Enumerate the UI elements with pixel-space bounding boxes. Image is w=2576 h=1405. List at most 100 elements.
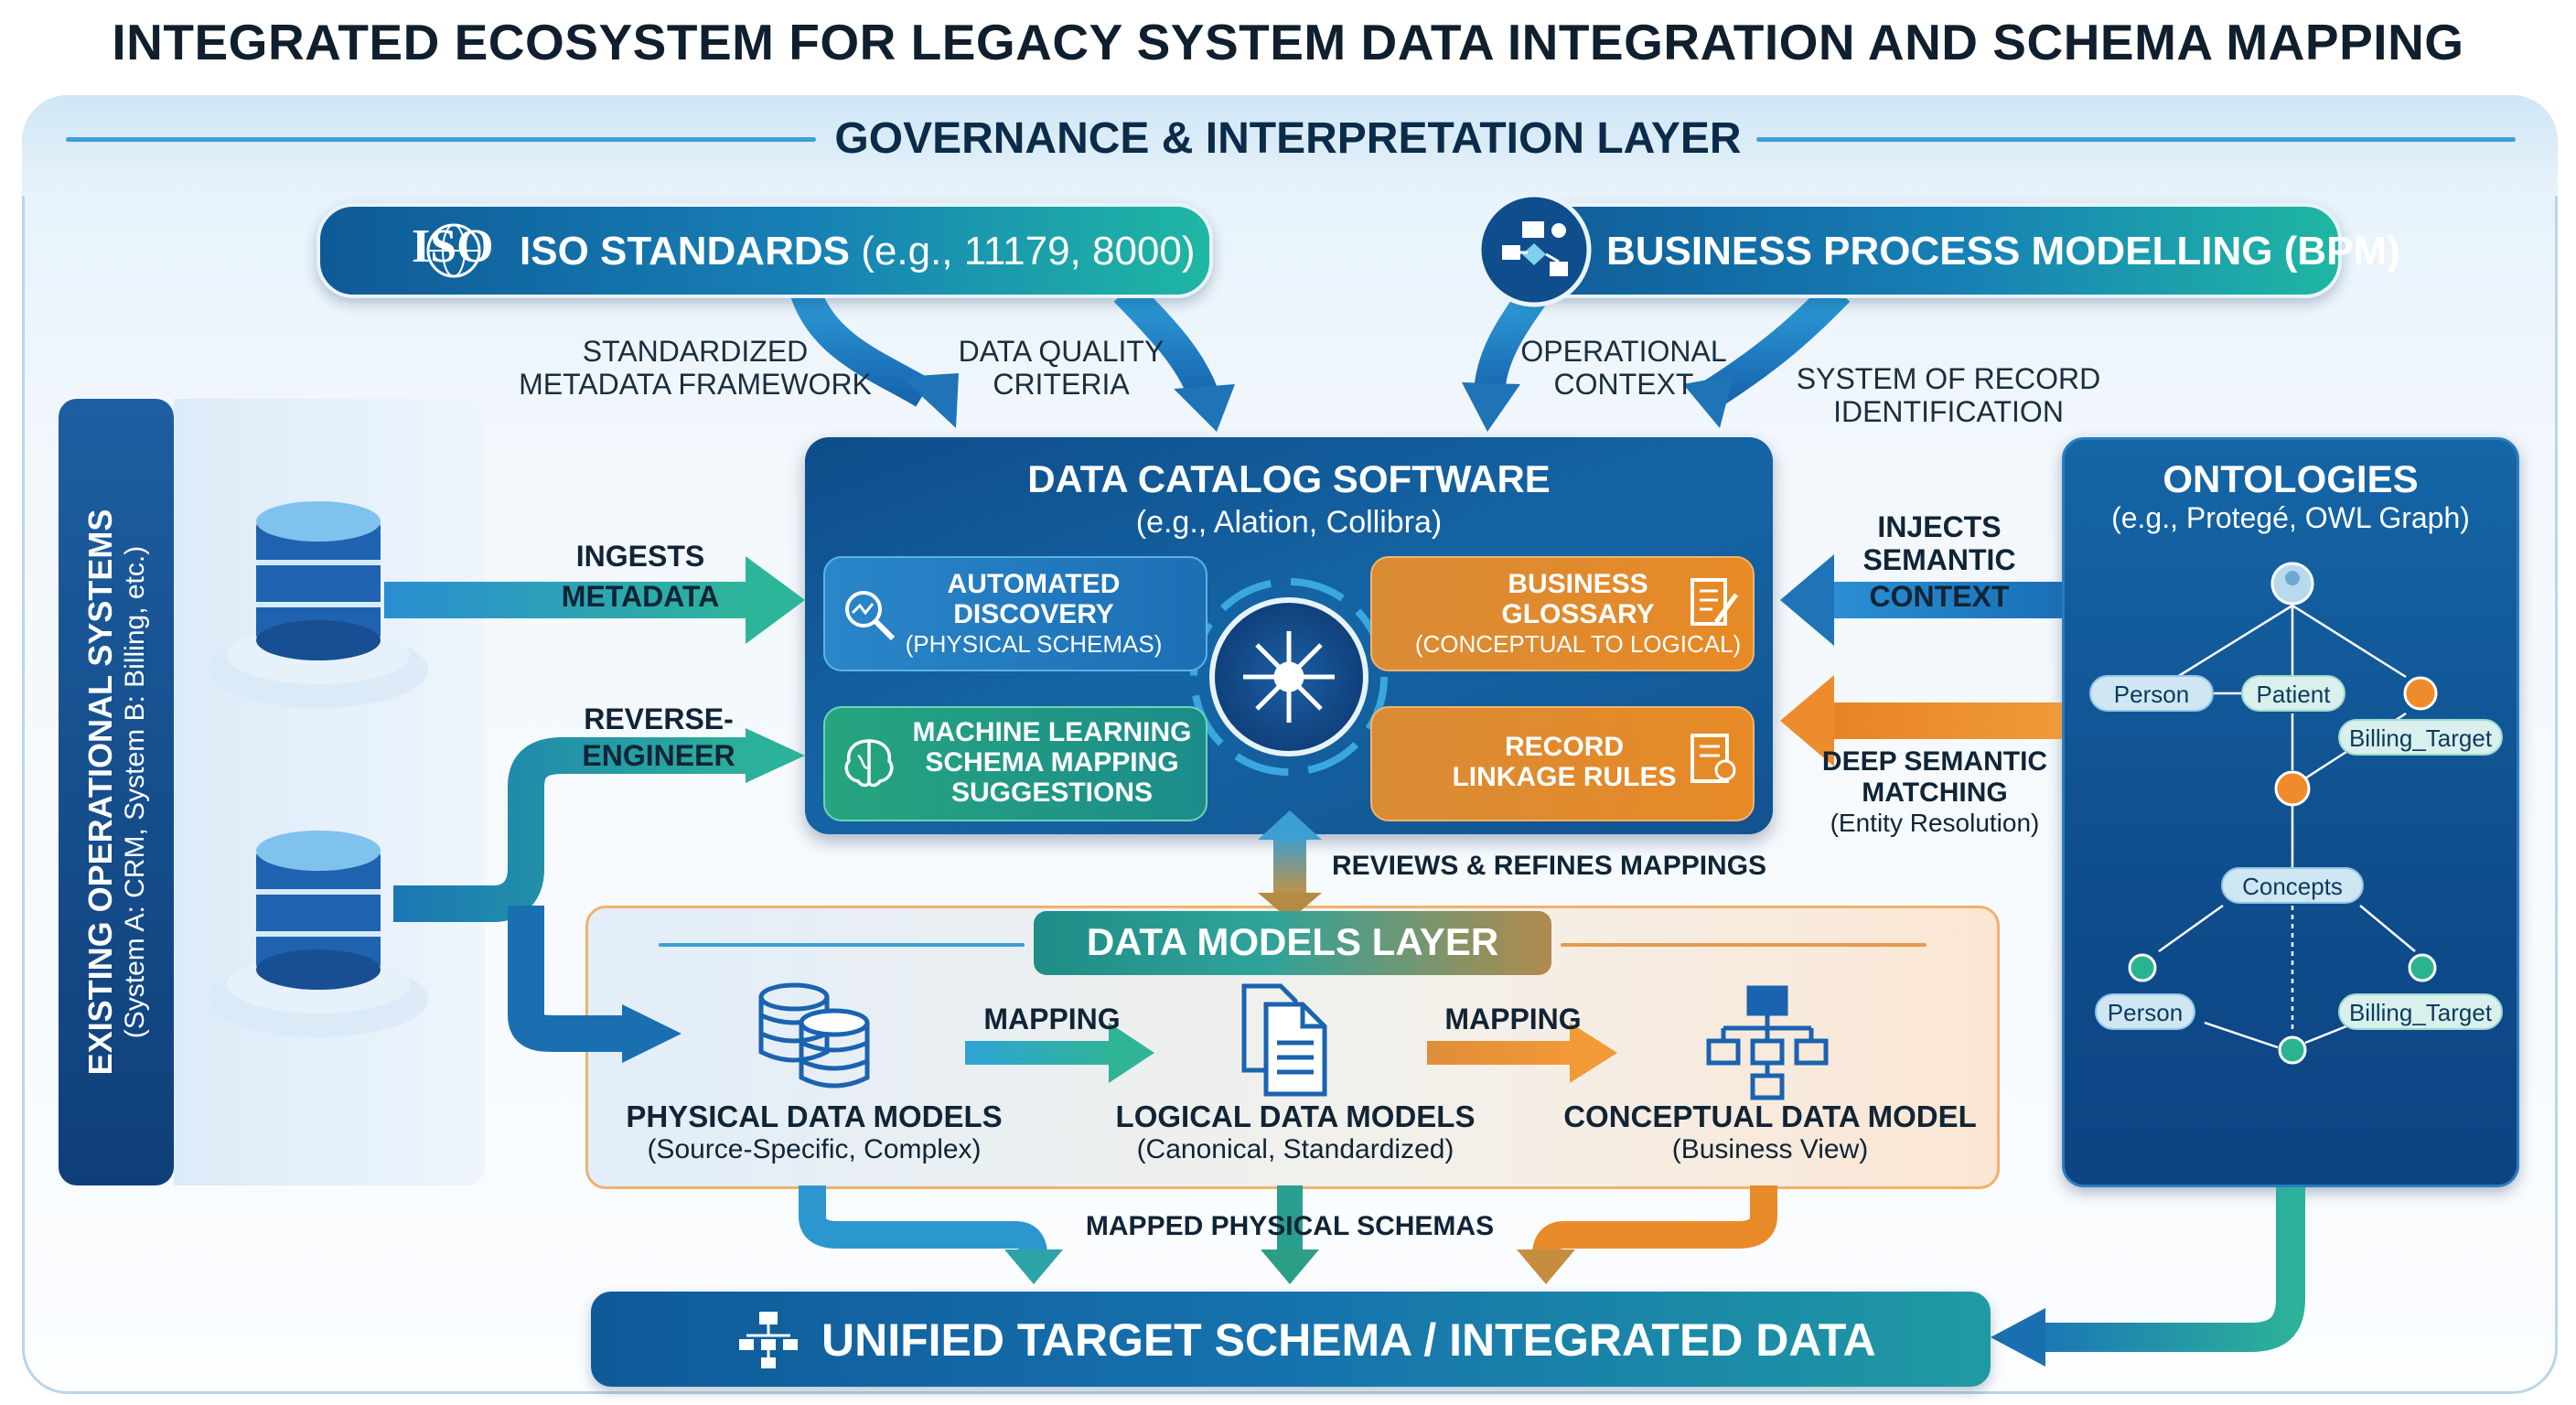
arrow-mapping-1-head [1109, 1023, 1154, 1083]
arrow-reviews-head-down [1258, 893, 1322, 920]
conceptual-model-icon [1706, 985, 1829, 1100]
database-icon-bottom [209, 831, 428, 1037]
arrow-mapping-1-shaft [965, 1041, 1111, 1065]
logical-models-title: LOGICAL DATA MODELS [1115, 1099, 1476, 1133]
arrow-logical-to-target [1277, 1185, 1303, 1255]
ontology-node-person-top: Person [2089, 675, 2214, 712]
models-title-line-left [659, 943, 1025, 947]
card-automated-discovery-text: AUTOMATED DISCOVERY (PHYSICAL SCHEMAS) [896, 569, 1171, 660]
reverse-label-1: REVERSE- [584, 702, 734, 735]
deep-matching-label-1: DEEP SEMANTIC [1821, 746, 2048, 777]
card-ml-schema-mapping [823, 706, 1208, 821]
card-business-glossary-text: BUSINESS GLOSSARY (CONCEPTUAL TO LOGICAL… [1409, 569, 1747, 660]
label-sor-2: IDENTIFICATION [1833, 395, 2064, 428]
logical-models-sub: (Canonical, Standardized) [1136, 1134, 1454, 1164]
label-standardized-2: METADATA FRAMEWORK [519, 368, 872, 401]
arrow-ingests-shaft [384, 582, 750, 618]
ontology-node-billing-top: Billing_Target [2338, 719, 2503, 756]
database-icon-top [209, 501, 428, 708]
iso-standards-example: (e.g., 11179, 8000) [861, 229, 1196, 273]
schema-tree-icon [739, 1308, 798, 1370]
label-quality-2: CRITERIA [993, 368, 1130, 401]
arrow-reviews-head-up [1258, 810, 1322, 840]
injects-label-3: CONTEXT [1869, 580, 2010, 613]
operational-systems-panel [59, 399, 174, 1185]
ontologies-example: (e.g., Protegé, OWL Graph) [2111, 501, 2470, 534]
brain-icon [840, 734, 898, 792]
arrow-injects-head [1780, 554, 1834, 646]
arrow-physical-to-target [799, 1185, 1047, 1256]
label-standardized-1: STANDARDIZED [582, 335, 809, 368]
card-record-linkage-line2: LINKAGE RULES [1452, 762, 1677, 792]
glossary-icon [1689, 576, 1740, 631]
card-record-linkage-line1: RECORD [1504, 732, 1624, 762]
card-automated-discovery [823, 556, 1208, 671]
arrow-injects-shaft [1830, 582, 2062, 618]
ontology-node-person-bottom: Person [2095, 993, 2195, 1030]
linkage-doc-icon [1689, 732, 1740, 787]
iso-standards-label: ISO STANDARDS (e.g., 11179, 8000) [520, 229, 1196, 274]
governance-title-line-right [1756, 137, 2516, 142]
models-title-line-right [1561, 943, 1927, 947]
governance-title-line-left [66, 137, 816, 142]
injects-label-2: SEMANTIC [1862, 543, 2016, 576]
reviews-refines-label: REVIEWS & REFINES MAPPINGS [1332, 851, 1767, 881]
arrow-iso-standardized-head [901, 373, 959, 428]
mapping-label-2: MAPPING [1444, 1003, 1582, 1035]
arrow-iso-standardized [789, 285, 932, 407]
iso-logo-icon [410, 223, 507, 278]
card-ml-line1: MACHINE LEARNING [912, 717, 1192, 747]
magnifier-icon [840, 585, 898, 644]
arrow-to-physical [508, 906, 622, 1052]
arrow-reverse-engineer [393, 737, 750, 922]
ontologies-title: ONTOLOGIES [2163, 457, 2419, 500]
deep-matching-label-2: MATCHING [1862, 778, 2008, 808]
mapping-label-1: MAPPING [983, 1003, 1121, 1035]
card-business-glossary-line1: BUSINESS [1508, 569, 1648, 599]
arrow-ontology-to-target [2040, 1187, 2305, 1352]
physical-models-icon [758, 982, 870, 1089]
governance-layer-title: GOVERNANCE & INTERPRETATION LAYER [834, 114, 1742, 163]
card-business-glossary-sub: (CONCEPTUAL TO LOGICAL) [1414, 630, 1742, 658]
ontology-node-billing-bottom: Billing_Target [2338, 993, 2503, 1030]
models-title-bar [1034, 911, 1551, 975]
card-record-linkage-text: RECORD LINKAGE RULES [1427, 732, 1701, 792]
arrow-to-physical-head [622, 1004, 682, 1063]
ontology-node-patient: Patient [2241, 675, 2345, 712]
conceptual-model-title: CONCEPTUAL DATA MODEL [1563, 1099, 1977, 1133]
label-operational-2: CONTEXT [1553, 368, 1694, 401]
page-title: INTEGRATED ECOSYSTEM FOR LEGACY SYSTEM D… [112, 14, 2464, 70]
deep-matching-label-3: (Entity Resolution) [1830, 809, 2040, 837]
models-title: DATA MODELS LAYER [1086, 920, 1499, 963]
arrow-reverse-engineer-head [746, 728, 805, 783]
conceptual-model-sub: (Business View) [1671, 1134, 1869, 1164]
card-ml-line2: SCHEMA MAPPING [925, 747, 1179, 778]
arrow-iso-quality-head [1174, 384, 1235, 432]
arrow-ontology-to-target-head [1991, 1308, 2045, 1367]
logical-models-icon [1241, 983, 1327, 1097]
arrow-reviews-shaft [1273, 834, 1306, 898]
bpm-pill [1500, 203, 2342, 298]
unified-target-label: UNIFIED TARGET SCHEMA / INTEGRATED DATA [821, 1314, 1876, 1366]
arrow-ingests-head [746, 556, 805, 644]
ontology-graph-edges [2158, 604, 2416, 1049]
card-automated-discovery-line1: AUTOMATED [947, 569, 1121, 599]
card-automated-discovery-sub: (PHYSICAL SCHEMAS) [905, 630, 1163, 658]
unified-target-bar [591, 1292, 1991, 1387]
governance-header-bar [22, 95, 2558, 196]
bpm-icon [1475, 190, 1594, 309]
label-quality-1: DATA QUALITY [958, 335, 1165, 368]
arrow-bpm-operational-head [1462, 382, 1520, 432]
iso-logo-text: ISO [412, 220, 494, 273]
catalog-hub-ring [1190, 578, 1388, 776]
arrow-mapping-2-shaft [1427, 1041, 1573, 1065]
ontology-graph-nodes [2128, 562, 2438, 1065]
ontology-node-concepts: Concepts [2221, 867, 2364, 904]
arrow-deep-matching-head [1780, 675, 1834, 767]
ingests-label-2: METADATA [561, 580, 720, 613]
arrow-logical-to-target-head [1261, 1249, 1319, 1284]
arrow-physical-to-target-head [1004, 1249, 1063, 1284]
arrow-iso-quality [1113, 280, 1218, 400]
arrow-mapping-2-head [1570, 1023, 1617, 1083]
